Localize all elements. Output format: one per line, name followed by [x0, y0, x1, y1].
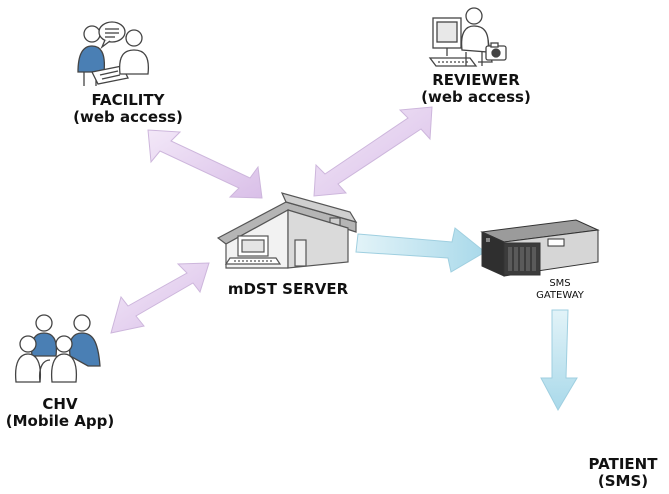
server-title: mDST SERVER: [227, 280, 349, 298]
reviewer-subtitle: (web access): [421, 88, 531, 107]
reviewer-label: REVIEWER (web access): [404, 71, 548, 107]
gateway-label: SMS GATEWAY: [510, 278, 610, 301]
arrow-server-gateway: [355, 227, 486, 273]
gateway-subtitle: GATEWAY: [536, 289, 584, 301]
patient-label: PATIENT (SMS): [577, 455, 669, 491]
sms-gateway-device-icon: [480, 219, 600, 277]
facility-subtitle: (web access): [73, 108, 183, 127]
arrow-facility-server: [147, 129, 263, 199]
reviewer-title: REVIEWER: [432, 71, 520, 89]
patient-subtitle: (SMS): [597, 472, 649, 491]
arrow-gateway-patient: [540, 309, 578, 412]
person-at-computer-icon: [428, 7, 507, 67]
facility-label: FACILITY (web access): [58, 91, 198, 127]
gateway-title: SMS: [549, 278, 571, 289]
chv-title: CHV: [42, 395, 78, 413]
chv-label: CHV (Mobile App): [0, 395, 120, 431]
group-of-people-icon: [14, 314, 101, 383]
people-meeting-icon: [77, 21, 150, 86]
chv-subtitle: (Mobile App): [5, 412, 115, 431]
arrow-reviewer-server: [313, 106, 433, 197]
server-house-icon: [216, 192, 358, 269]
server-label: mDST SERVER: [208, 280, 368, 298]
arrow-chv-server: [110, 262, 210, 334]
facility-title: FACILITY: [91, 91, 165, 109]
patient-title: PATIENT: [588, 455, 658, 473]
